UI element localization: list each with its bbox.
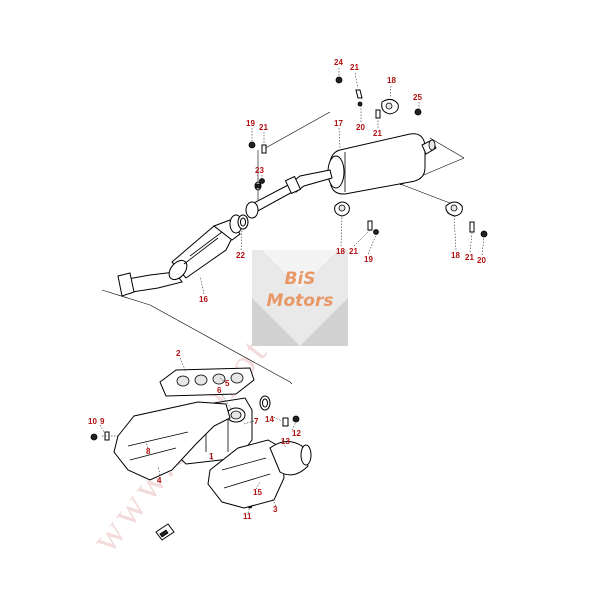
down-pipe [269,441,312,476]
callout-13: 13 [281,437,290,446]
callout-18: 18 [387,76,396,85]
callout-5: 5 [225,379,230,388]
callout-21: 21 [349,247,358,256]
svg-text:Motors: Motors [267,291,334,311]
callout-17: 17 [334,119,343,128]
svg-text:BiS: BiS [284,269,315,289]
callout-labels: 24 21 18 20 21 25 17 19 21 23 18 21 19 2… [88,58,486,521]
leader-lines [99,68,485,514]
gaskets [237,181,262,230]
callout-22: 22 [236,251,245,260]
callout-1: 1 [209,452,214,461]
callout-9: 9 [100,417,105,426]
manifold-gasket [159,367,255,397]
rubber-hangers [259,98,463,411]
lower-heat-shield [207,439,285,509]
callout-21: 21 [465,253,474,262]
callout-21: 21 [373,129,382,138]
callout-11: 11 [243,512,252,521]
callout-4: 4 [157,476,162,485]
callout-23: 23 [255,166,264,175]
callout-24: 24 [334,58,343,67]
callout-10: 10 [88,417,97,426]
callout-18: 18 [336,247,345,256]
oxygen-sensor [155,523,175,541]
callout-16: 16 [199,295,208,304]
callout-8: 8 [146,447,151,456]
callout-6: 6 [217,386,222,395]
callout-25: 25 [413,93,422,102]
callout-18: 18 [451,251,460,260]
rear-muffler [327,133,437,195]
bis-motors-logo: BiS Motors [252,250,348,346]
callout-3: 3 [273,505,278,514]
callout-19: 19 [364,255,373,264]
callout-14: 14 [265,415,274,424]
callout-21: 21 [350,63,359,72]
callout-21: 21 [259,123,268,132]
upper-heat-shield [113,401,231,481]
callout-19: 19 [246,119,255,128]
callout-20: 20 [356,123,365,132]
callout-20: 20 [477,256,486,265]
callout-7: 7 [254,417,259,426]
callout-2: 2 [176,349,181,358]
callout-15: 15 [253,488,262,497]
front-pipe-catalytic-converter [117,214,243,297]
reference-lines [101,111,465,385]
intermediate-pipe [245,169,333,219]
callout-12: 12 [292,429,301,438]
